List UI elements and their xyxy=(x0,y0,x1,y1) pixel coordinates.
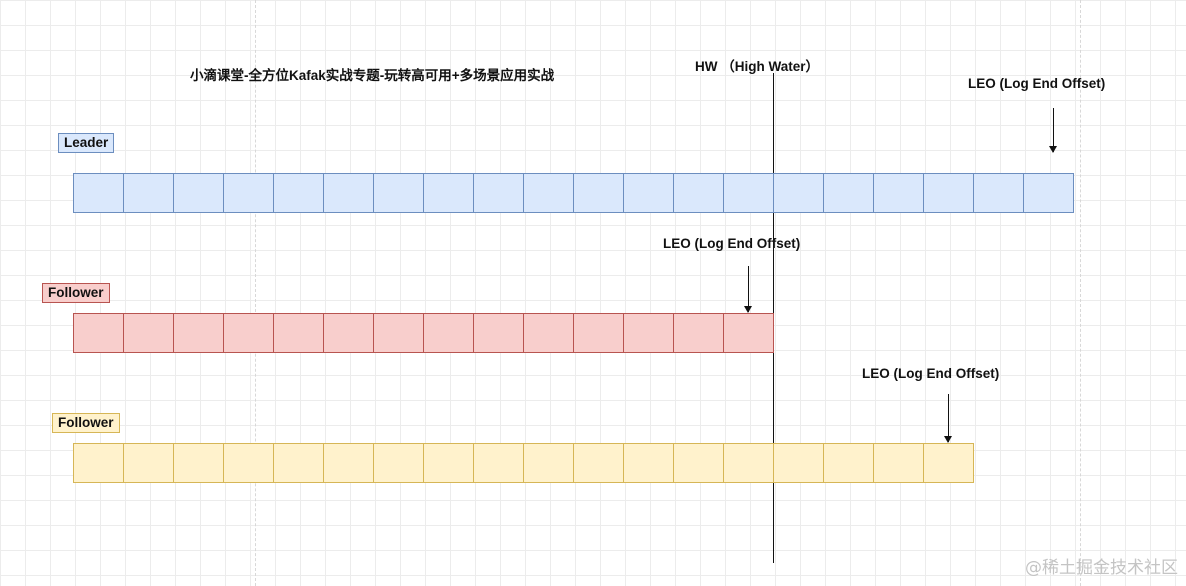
guide-line-left xyxy=(255,0,256,586)
log-cell xyxy=(624,173,674,213)
log-cell xyxy=(474,313,524,353)
log-cell xyxy=(674,443,724,483)
log-cell xyxy=(374,443,424,483)
leader-leo-arrow xyxy=(1049,108,1057,153)
log-cell xyxy=(524,313,574,353)
log-cell xyxy=(624,443,674,483)
follower-1-log-row xyxy=(73,313,774,353)
follower-1-tag: Follower xyxy=(42,283,110,303)
log-cell xyxy=(574,313,624,353)
log-cell xyxy=(324,443,374,483)
log-cell xyxy=(274,173,324,213)
log-cell xyxy=(374,173,424,213)
log-cell xyxy=(524,443,574,483)
log-cell xyxy=(574,443,624,483)
log-cell xyxy=(174,313,224,353)
follower-2-tag: Follower xyxy=(52,413,120,433)
log-cell xyxy=(73,173,124,213)
leader-log-row xyxy=(73,173,1074,213)
log-cell xyxy=(824,443,874,483)
watermark: @稀土掘金技术社区 xyxy=(1025,558,1178,578)
guide-line-right xyxy=(1080,0,1081,586)
leader-tag: Leader xyxy=(58,133,115,153)
log-cell xyxy=(874,443,924,483)
log-cell xyxy=(924,173,974,213)
log-cell xyxy=(724,173,774,213)
log-cell xyxy=(73,443,124,483)
log-cell xyxy=(424,443,474,483)
follower-2-leo-arrow xyxy=(944,394,952,443)
log-cell xyxy=(674,313,724,353)
log-cell xyxy=(474,173,524,213)
follower-2-log-row xyxy=(73,443,974,483)
leader-leo-label: LEO (Log End Offset) xyxy=(968,76,1106,91)
log-cell xyxy=(274,313,324,353)
log-cell xyxy=(73,313,124,353)
hw-label: HW （High Water） xyxy=(695,59,819,74)
log-cell xyxy=(924,443,974,483)
log-cell xyxy=(124,443,174,483)
log-cell xyxy=(124,313,174,353)
log-cell xyxy=(224,173,274,213)
log-cell xyxy=(974,173,1024,213)
log-cell xyxy=(1024,173,1074,213)
log-cell xyxy=(124,173,174,213)
follower-1-leo-arrow xyxy=(744,266,752,313)
log-cell xyxy=(224,313,274,353)
follower-1-leo-label: LEO (Log End Offset) xyxy=(663,236,801,251)
log-cell xyxy=(524,173,574,213)
log-cell xyxy=(274,443,324,483)
log-cell xyxy=(224,443,274,483)
log-cell xyxy=(874,173,924,213)
log-cell xyxy=(474,443,524,483)
log-cell xyxy=(424,173,474,213)
log-cell xyxy=(174,173,224,213)
log-cell xyxy=(624,313,674,353)
log-cell xyxy=(674,173,724,213)
log-cell xyxy=(724,313,774,353)
log-cell xyxy=(324,313,374,353)
log-cell xyxy=(774,173,824,213)
log-cell xyxy=(424,313,474,353)
log-cell xyxy=(724,443,774,483)
log-cell xyxy=(824,173,874,213)
log-cell xyxy=(374,313,424,353)
follower-2-leo-label: LEO (Log End Offset) xyxy=(862,366,1000,381)
log-cell xyxy=(774,443,824,483)
log-cell xyxy=(174,443,224,483)
log-cell xyxy=(574,173,624,213)
log-cell xyxy=(324,173,374,213)
diagram-title: 小滴课堂-全方位Kafak实战专题-玩转高可用+多场景应用实战 xyxy=(190,68,555,83)
